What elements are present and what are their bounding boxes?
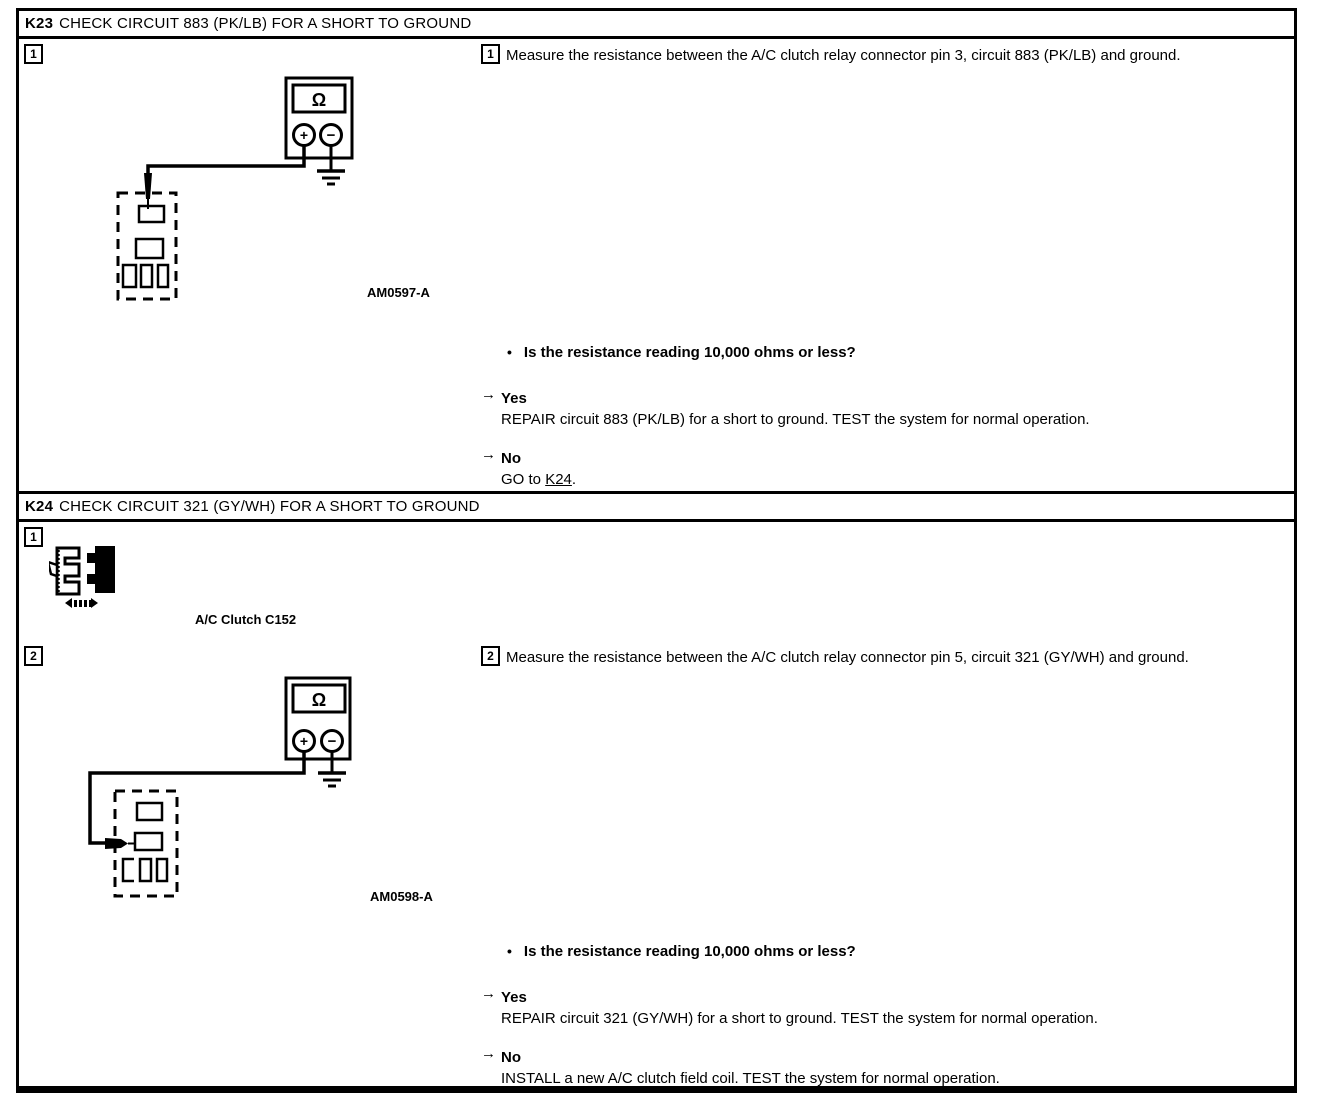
minus-symbol: − xyxy=(327,127,336,144)
k23-no-label: No xyxy=(501,450,521,467)
k24-disconnect-figure xyxy=(49,546,115,608)
k23-step-text: Measure the resistance between the A/C c… xyxy=(506,47,1181,64)
minus-symbol: − xyxy=(328,733,337,750)
k23-test-code: K23 xyxy=(25,15,54,32)
plus-symbol: + xyxy=(300,733,308,749)
k23-header: K23 CHECK CIRCUIT 883 (PK/LB) FOR A SHOR… xyxy=(19,11,1294,39)
ohmmeter-icon: Ω + − xyxy=(284,76,354,160)
test-lead-wire xyxy=(146,146,306,175)
arrow-right-icon: → xyxy=(481,985,496,1002)
k24-connector-label: A/C Clutch C152 xyxy=(195,612,297,627)
k23-figure-id: AM0597-A xyxy=(367,285,430,300)
k24-no-answer: → No INSTALL a new A/C clutch field coil… xyxy=(481,1045,1271,1089)
k23-no-answer: → No GO to K24. xyxy=(481,446,1271,490)
k23-body: 1 Ω + − xyxy=(19,39,1294,491)
k23-question: • Is the resistance reading 10,000 ohms o… xyxy=(507,344,856,361)
k23-figure-step-number: 1 xyxy=(30,47,37,61)
test-probe-icon xyxy=(105,838,135,849)
negative-terminal-icon xyxy=(320,729,344,753)
k23-question-text: Is the resistance reading 10,000 ohms or… xyxy=(523,344,856,361)
disconnect-arrow-icon xyxy=(65,598,98,608)
k24-no-label: No xyxy=(501,1049,521,1066)
k24-header: K24 CHECK CIRCUIT 321 (GY/WH) FOR A SHOR… xyxy=(19,491,1294,522)
ohmmeter-icon: Ω + − xyxy=(284,676,352,761)
k24-body: 1 xyxy=(19,522,1294,1089)
k24-yes-label: Yes xyxy=(501,989,527,1006)
k23-yes-answer: → Yes REPAIR circuit 883 (PK/LB) for a s… xyxy=(481,386,1271,430)
arrow-right-icon: → xyxy=(481,446,496,463)
arrow-right-icon: → xyxy=(481,1045,496,1062)
k23-yes-action: REPAIR circuit 883 (PK/LB) for a short t… xyxy=(501,411,1090,428)
k23-ohmmeter-figure: Ω + − xyxy=(116,76,354,301)
negative-terminal-icon xyxy=(319,123,343,147)
k24-question-text: Is the resistance reading 10,000 ohms or… xyxy=(523,943,856,960)
plus-symbol: + xyxy=(300,127,308,143)
k24-no-action: INSTALL a new A/C clutch field coil. TES… xyxy=(501,1070,1000,1087)
k23-yes-label: Yes xyxy=(501,390,527,407)
arrow-right-icon: → xyxy=(481,386,496,403)
k23-no-action-prefix: GO to xyxy=(501,471,546,488)
bullet-icon: • xyxy=(507,943,512,959)
k24-question: • Is the resistance reading 10,000 ohms o… xyxy=(507,943,856,960)
positive-terminal-icon xyxy=(292,123,316,147)
k24-figure2-step-number: 2 xyxy=(30,649,37,663)
k23-no-action: GO to K24. xyxy=(501,471,1271,490)
k24-step-text: Measure the resistance between the A/C c… xyxy=(506,649,1189,666)
k24-yes-answer: → Yes REPAIR circuit 321 (GY/WH) for a s… xyxy=(481,985,1271,1029)
k24-yes-action: REPAIR circuit 321 (GY/WH) for a short t… xyxy=(501,1010,1098,1027)
ohm-symbol: Ω xyxy=(312,90,326,110)
k23-step-number: 1 xyxy=(487,47,494,61)
test-probe-icon xyxy=(144,173,152,209)
k23-test-title: CHECK CIRCUIT 883 (PK/LB) FOR A SHORT TO… xyxy=(59,15,472,32)
k23-step-badge: 1 xyxy=(481,44,500,64)
k24-step-number: 2 xyxy=(487,649,494,663)
ohm-symbol: Ω xyxy=(312,690,326,710)
pinpoint-test-table: K23 CHECK CIRCUIT 883 (PK/LB) FOR A SHOR… xyxy=(16,8,1297,1093)
k24-figure1-step-number: 1 xyxy=(30,530,37,544)
k24-step-badge: 2 xyxy=(481,646,500,666)
disconnect-icon xyxy=(49,546,115,608)
relay-connector-icon xyxy=(113,789,179,898)
ground-icon xyxy=(318,752,346,788)
k24-test-code: K24 xyxy=(25,498,54,515)
relay-connector-icon xyxy=(116,191,178,301)
test-lead-wire xyxy=(88,752,306,845)
k23-no-action-suffix: . xyxy=(571,471,577,488)
k23-figure-step-badge: 1 xyxy=(24,44,43,64)
k24-figure-id: AM0598-A xyxy=(370,889,433,904)
bullet-icon: • xyxy=(507,344,512,360)
k24-link[interactable]: K24 xyxy=(545,471,572,488)
k24-figure1-step-badge: 1 xyxy=(24,527,43,547)
positive-terminal-icon xyxy=(292,729,316,753)
k24-figure2-step-badge: 2 xyxy=(24,646,43,666)
k24-test-title: CHECK CIRCUIT 321 (GY/WH) FOR A SHORT TO… xyxy=(59,498,480,515)
k24-ohmmeter-figure: Ω + − xyxy=(88,676,352,898)
ground-icon xyxy=(317,146,345,186)
